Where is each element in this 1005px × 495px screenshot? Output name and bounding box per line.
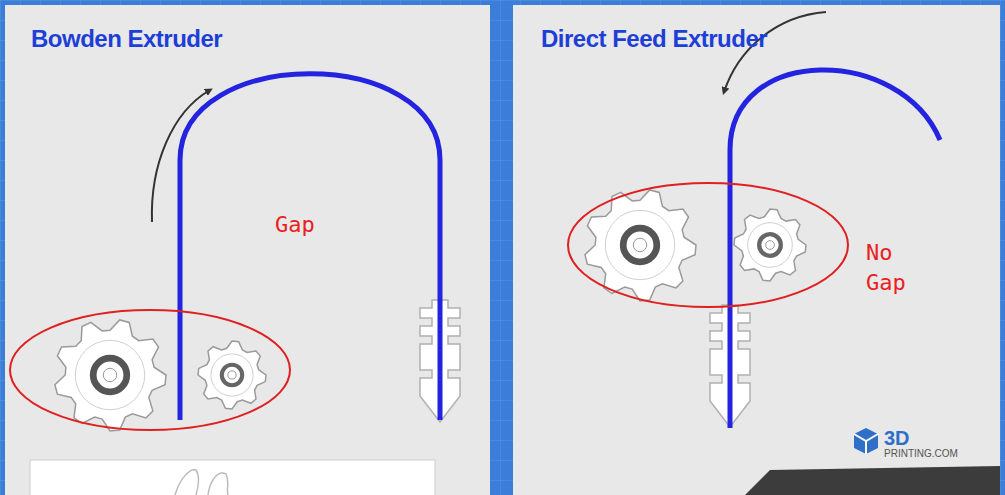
gear-hub	[93, 358, 127, 392]
gear	[734, 209, 806, 281]
panel-ground	[513, 5, 1000, 495]
logo-icon	[854, 428, 878, 454]
filament	[180, 74, 440, 420]
gear-axle	[633, 238, 646, 251]
motion-arrow	[152, 90, 210, 222]
panel-heading: Direct Feed Extruder	[541, 25, 767, 53]
gear-hub	[623, 228, 657, 262]
gear-hub	[222, 365, 242, 385]
gap-label: Gap	[275, 210, 315, 240]
gear	[55, 320, 166, 431]
gear-hub	[759, 234, 781, 256]
logo-text: PRINTING.COM	[884, 448, 958, 460]
printer-part	[745, 466, 1000, 495]
highlight-ellipse	[10, 310, 290, 430]
gear-ring	[211, 354, 253, 396]
gear-ring	[605, 210, 674, 279]
sketch-box	[30, 460, 435, 495]
gear	[198, 341, 266, 409]
extruder-panel: Direct Feed Extruder	[513, 5, 1000, 495]
logo-text: 3D	[884, 428, 910, 448]
panel-heading: Bowden Extruder	[31, 25, 222, 53]
gear-axle	[766, 241, 775, 250]
filament	[730, 70, 940, 428]
gap-label: No Gap	[866, 238, 906, 298]
panel-ground	[5, 5, 490, 495]
highlight-ellipse	[568, 183, 848, 307]
gear-ring	[75, 340, 144, 409]
extruder-panel: Bowden Extruder	[5, 5, 490, 495]
gear-ring	[748, 223, 793, 268]
gear-axle	[103, 368, 116, 381]
sketch-lines	[175, 470, 228, 495]
gear-axle	[228, 371, 236, 379]
